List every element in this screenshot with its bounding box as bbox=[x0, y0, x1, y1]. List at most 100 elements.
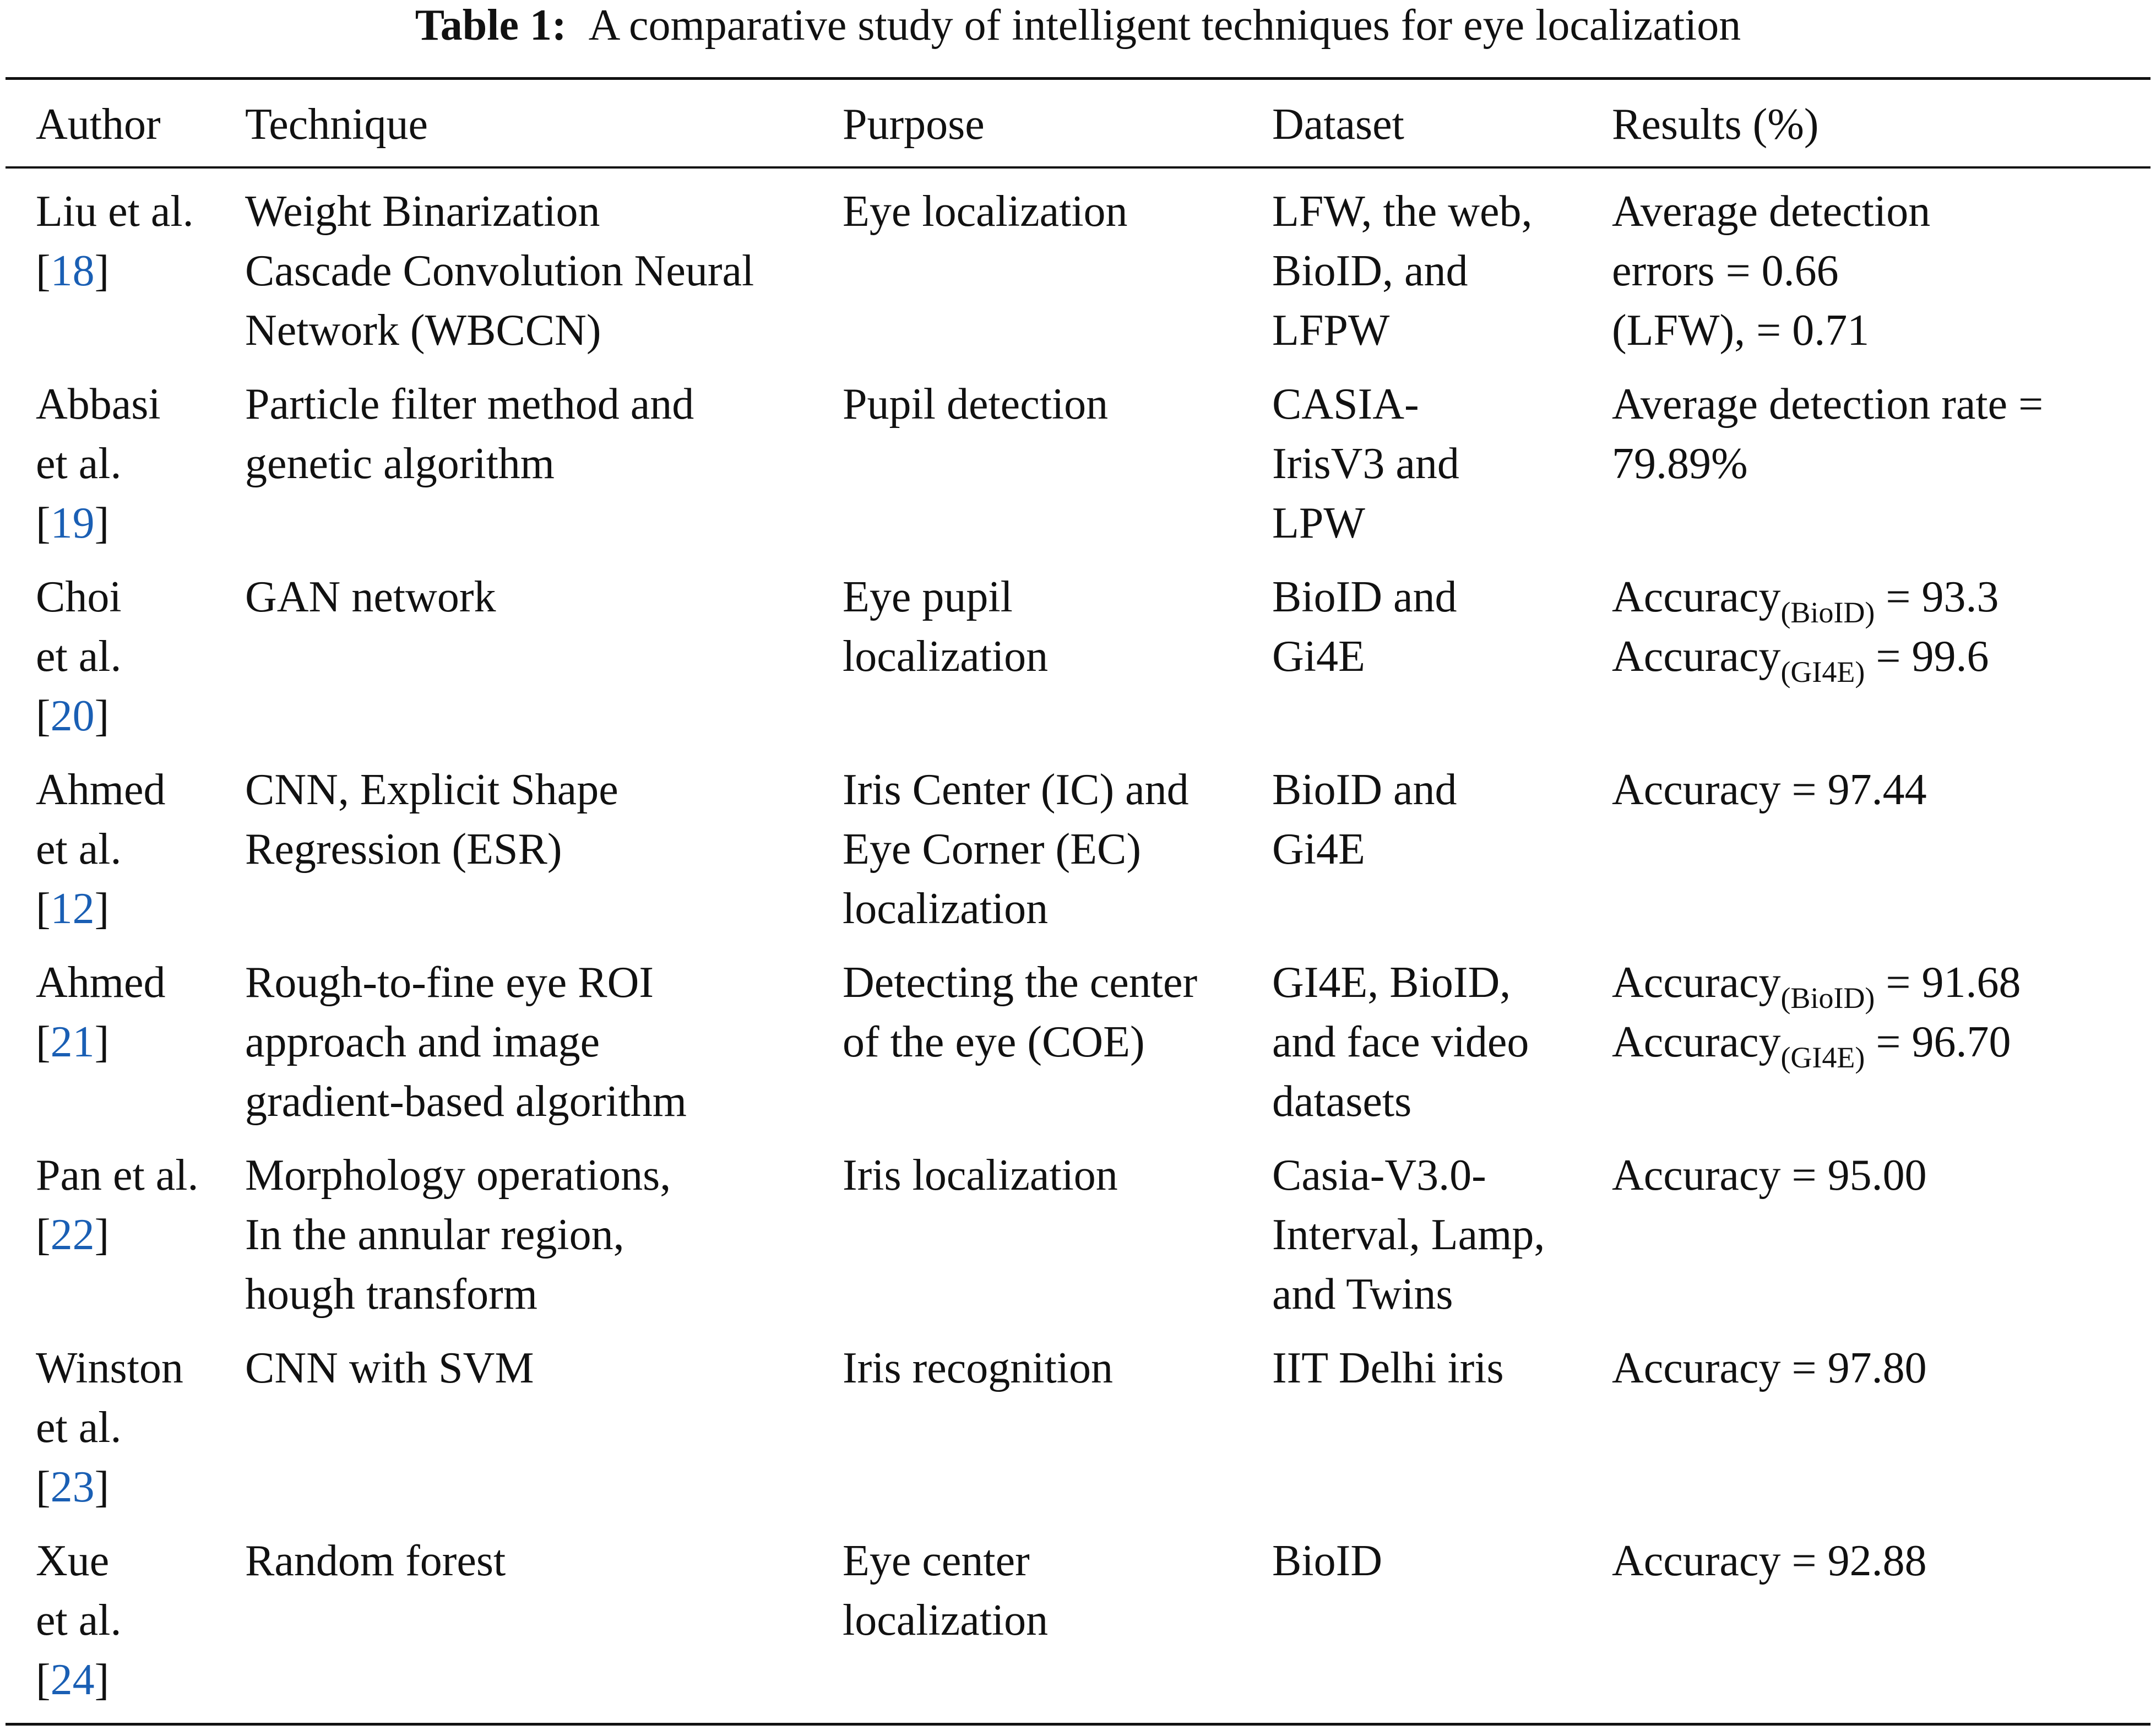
purpose-cell-line: Eye localization bbox=[843, 187, 1128, 236]
results-cell-line: Accuracy = 95.00 bbox=[1612, 1151, 1927, 1200]
results-cell-line: Accuracy(BioID) = 91.68 bbox=[1612, 953, 2021, 1015]
citation: [22] bbox=[36, 1211, 110, 1259]
header-rule bbox=[6, 166, 2150, 169]
citation-link[interactable]: 21 bbox=[50, 1018, 95, 1066]
result-subscript: (BioID) bbox=[1780, 981, 1875, 1015]
citation: [18] bbox=[36, 247, 110, 295]
dataset-cell-line: datasets bbox=[1272, 1077, 1412, 1126]
dataset-cell-line: BioID, and bbox=[1272, 247, 1468, 295]
results-cell-line: (LFW), = 0.71 bbox=[1612, 306, 1870, 355]
dataset-cell-line: BioID and bbox=[1272, 573, 1457, 621]
purpose-cell-line: Eye pupil bbox=[843, 573, 1013, 621]
dataset-cell-line: Gi4E bbox=[1272, 825, 1365, 874]
technique-cell-line: Regression (ESR) bbox=[245, 825, 562, 874]
citation: [20] bbox=[36, 692, 110, 740]
citation-link[interactable]: 24 bbox=[50, 1656, 95, 1704]
author-cell-line: Liu et al. bbox=[36, 187, 194, 236]
technique-cell-line: Cascade Convolution Neural bbox=[245, 247, 754, 295]
purpose-cell: Iris recognition bbox=[843, 1338, 1113, 1398]
result-metric: Accuracy bbox=[1612, 1018, 1781, 1066]
technique-cell-line: In the annular region, bbox=[245, 1211, 624, 1259]
dataset-cell-line: IrisV3 and bbox=[1272, 440, 1459, 488]
dataset-cell-line: BioID bbox=[1272, 1537, 1382, 1585]
results-cell-line: Average detection bbox=[1612, 187, 1931, 236]
citation-link[interactable]: 20 bbox=[50, 692, 95, 740]
citation: [24] bbox=[36, 1656, 110, 1704]
technique-cell-line: Particle filter method and bbox=[245, 380, 694, 429]
dataset-cell: BioID bbox=[1272, 1531, 1382, 1591]
citation-link[interactable]: 19 bbox=[50, 499, 95, 547]
purpose-cell: Eye pupil localization bbox=[843, 567, 1048, 686]
technique-cell-line: Morphology operations, bbox=[245, 1151, 671, 1200]
purpose-cell-line: Iris Center (IC) and bbox=[843, 766, 1189, 814]
author-cell: Ahmed[21] bbox=[36, 953, 166, 1072]
result-metric: Accuracy bbox=[1612, 573, 1781, 621]
results-cell: Accuracy = 97.80 bbox=[1612, 1338, 1927, 1398]
results-cell: Average detection rate =79.89% bbox=[1612, 375, 2043, 493]
citation-link[interactable]: 22 bbox=[50, 1211, 95, 1259]
result-value: = 99.6 bbox=[1865, 632, 1989, 681]
dataset-cell-line: LFPW bbox=[1272, 306, 1390, 355]
purpose-cell-line: Eye Corner (EC) bbox=[843, 825, 1142, 874]
result-subscript: (BioID) bbox=[1780, 596, 1875, 629]
technique-cell-line: CNN, Explicit Shape bbox=[245, 766, 618, 814]
top-rule bbox=[6, 77, 2150, 80]
technique-cell-line: Random forest bbox=[245, 1537, 506, 1585]
author-cell-line: Ahmed bbox=[36, 766, 166, 814]
citation-link[interactable]: 18 bbox=[50, 247, 95, 295]
dataset-cell-line: CASIA- bbox=[1272, 380, 1419, 429]
result-subscript: (GI4E) bbox=[1780, 655, 1865, 688]
author-cell-line: Pan et al. bbox=[36, 1151, 199, 1200]
citation: [21] bbox=[36, 1018, 110, 1066]
purpose-cell: Pupil detection bbox=[843, 375, 1108, 434]
technique-cell-line: Weight Binarization bbox=[245, 187, 600, 236]
purpose-cell: Eye localization bbox=[843, 182, 1128, 241]
dataset-cell: IIT Delhi iris bbox=[1272, 1338, 1504, 1398]
purpose-cell: Detecting the center of the eye (COE) bbox=[843, 953, 1197, 1072]
citation-link[interactable]: 23 bbox=[50, 1463, 95, 1511]
author-cell: Liu et al. [18] bbox=[36, 182, 194, 301]
results-cell-line: Accuracy(GI4E) = 96.70 bbox=[1612, 1012, 2021, 1072]
author-cell-line: et al. bbox=[36, 1403, 122, 1452]
caption-label: Table 1: bbox=[415, 1, 567, 50]
header-author: Author bbox=[36, 100, 161, 149]
technique-cell-line: gradient-based algorithm bbox=[245, 1077, 687, 1126]
result-value: = 91.68 bbox=[1875, 958, 2021, 1007]
header-results: Results (%) bbox=[1612, 100, 1819, 149]
result-metric: Accuracy bbox=[1612, 632, 1781, 681]
dataset-cell-line: BioID and bbox=[1272, 766, 1457, 814]
citation-link[interactable]: 12 bbox=[50, 885, 95, 933]
dataset-cell-line: and Twins bbox=[1272, 1270, 1453, 1319]
purpose-cell-line: localization bbox=[843, 632, 1049, 681]
purpose-cell-line: Detecting the center bbox=[843, 958, 1198, 1007]
author-cell-line: et al. bbox=[36, 1596, 122, 1645]
results-cell-line: Accuracy(BioID) = 93.3 bbox=[1612, 567, 1999, 627]
results-cell-line: Accuracy(GI4E) = 99.6 bbox=[1612, 627, 1999, 688]
result-value: = 93.3 bbox=[1875, 573, 1999, 621]
result-value: = 96.70 bbox=[1865, 1018, 2011, 1066]
purpose-cell-line: of the eye (COE) bbox=[843, 1018, 1145, 1066]
author-cell-line: et al. bbox=[36, 632, 122, 681]
dataset-cell-line: LFW, the web, bbox=[1272, 187, 1533, 236]
author-cell-line: Abbasi bbox=[36, 380, 161, 429]
purpose-cell-line: localization bbox=[843, 885, 1049, 933]
technique-cell-line: GAN network bbox=[245, 573, 496, 621]
header-technique: Technique bbox=[245, 100, 428, 149]
purpose-cell: Iris localization bbox=[843, 1146, 1118, 1205]
bottom-rule bbox=[6, 1723, 2150, 1726]
technique-cell-line: Network (WBCCN) bbox=[245, 306, 601, 355]
result-metric: Accuracy bbox=[1612, 958, 1781, 1007]
purpose-cell-line: Eye center bbox=[843, 1537, 1030, 1585]
dataset-cell-line: IIT Delhi iris bbox=[1272, 1344, 1504, 1392]
author-cell-line: Xue bbox=[36, 1537, 110, 1585]
dataset-cell-line: Gi4E bbox=[1272, 632, 1365, 681]
